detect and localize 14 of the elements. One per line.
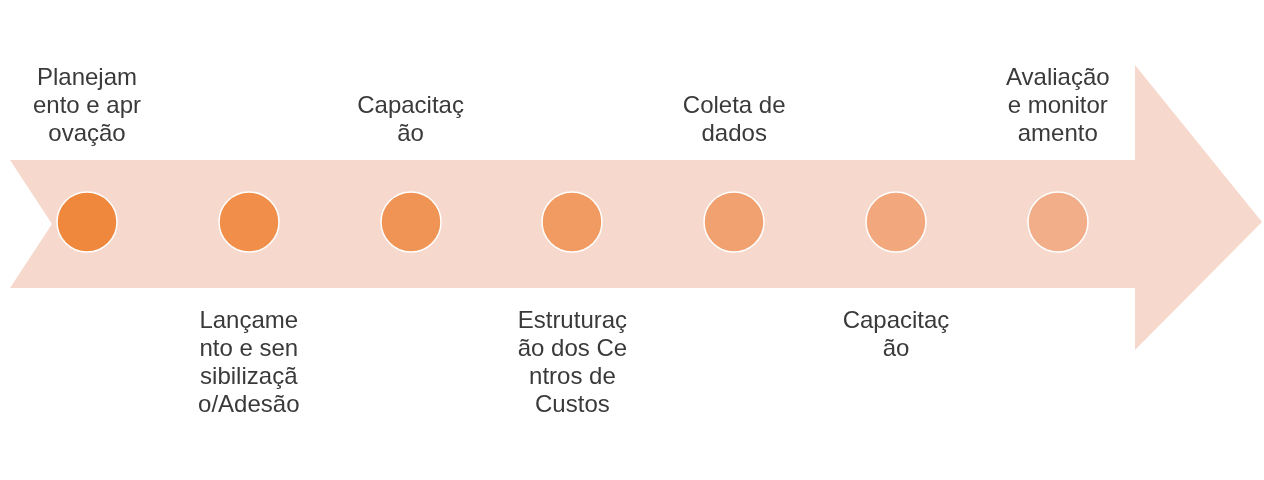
circle-marker: [541, 191, 604, 253]
circle-marker: [865, 191, 927, 253]
step-label: Capacitação: [356, 91, 465, 147]
step-label: Capacitação: [841, 306, 951, 362]
circle-marker: [1026, 191, 1089, 253]
circle-marker: [217, 191, 280, 253]
circle-marker: [56, 191, 118, 253]
circle-marker: [379, 191, 442, 253]
step-label: Lançamento e sensibilização/Adesão: [197, 306, 301, 418]
step-label: Planejamento e aprovação: [32, 63, 142, 147]
step-label: Avaliação e monitoramento: [1004, 63, 1111, 147]
step-label: Coleta de dados: [681, 91, 787, 147]
circle-marker: [703, 191, 766, 253]
step-label: Estruturação dos Centros de Custos: [517, 306, 628, 418]
